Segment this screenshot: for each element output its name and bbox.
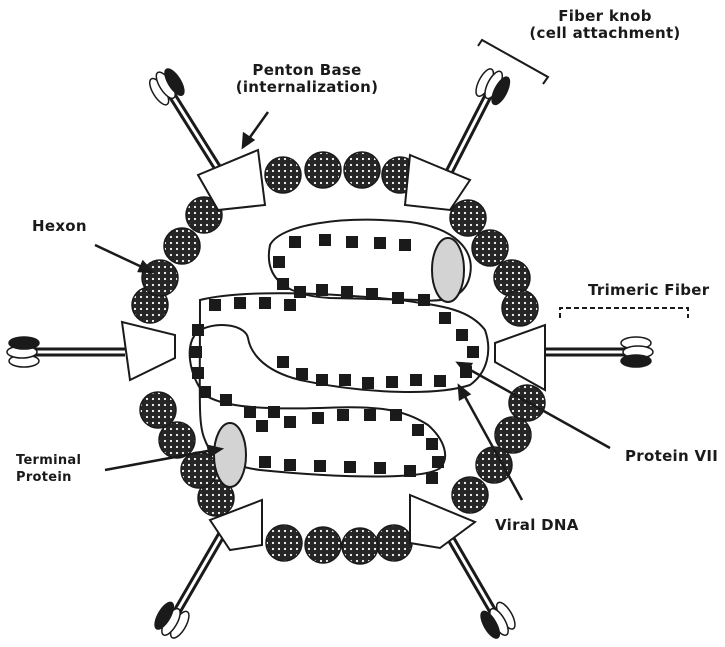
terminal-protein-label-line2: Protein: [16, 469, 81, 486]
hexon-arrow: [95, 245, 144, 268]
protein-vii-square: [439, 312, 451, 324]
protein-vii-square: [404, 465, 416, 477]
protein-vii-square: [319, 234, 331, 246]
protein-vii-square: [386, 376, 398, 388]
fiber-knob-lobe: [621, 355, 651, 367]
hexon-capsomere: [265, 157, 301, 193]
protein-vii-square: [209, 299, 221, 311]
protein-vii-square: [418, 294, 430, 306]
viral-dna-arrowhead: [459, 386, 469, 399]
hexon-capsomere: [502, 290, 538, 326]
protein-vii-square: [277, 356, 289, 368]
hexon-capsomere: [140, 392, 176, 428]
protein-vii-square: [316, 284, 328, 296]
fiber-knob-icon: [621, 337, 653, 367]
penton-base-label-line2: (internalization): [232, 79, 382, 96]
hexon-capsomere: [450, 200, 486, 236]
protein-vii-square: [456, 329, 468, 341]
hexon-capsomere: [342, 528, 378, 564]
fiber-knob-lobe: [9, 337, 39, 349]
fiber-knob-label: Fiber knob (cell attachment): [520, 8, 690, 42]
protein-vii-square: [434, 375, 446, 387]
fiber-shaft-highlight: [445, 92, 490, 180]
protein-vii-square: [467, 346, 479, 358]
protein-vii-square: [344, 461, 356, 473]
viral-dna-label: Viral DNA: [495, 517, 579, 534]
protein-vii-square: [341, 286, 353, 298]
penton-base: [495, 325, 545, 390]
protein-vii-square: [399, 239, 411, 251]
protein-vii-square: [312, 412, 324, 424]
protein-vii-square: [268, 406, 280, 418]
fiber-knob-icon: [478, 600, 520, 643]
protein-vii-square: [366, 288, 378, 300]
protein-vii-square: [289, 236, 301, 248]
protein-vii-square: [374, 462, 386, 474]
protein-vii-square: [284, 459, 296, 471]
protein-vii-square: [314, 460, 326, 472]
protein-vii-square: [337, 409, 349, 421]
protein-vii-square: [362, 377, 374, 389]
protein-vii-square: [412, 424, 424, 436]
hexon-capsomere: [181, 452, 217, 488]
protein-vii-square: [259, 456, 271, 468]
terminal-protein: [432, 238, 464, 302]
protein-vii-square: [192, 367, 204, 379]
fiber-knob-icon: [150, 600, 192, 643]
protein-vii-square: [392, 292, 404, 304]
hexon-capsomere: [164, 228, 200, 264]
hexon-capsomere: [476, 447, 512, 483]
protein-vii-square: [244, 406, 256, 418]
protein-vii-square: [410, 374, 422, 386]
protein-vii-square: [426, 472, 438, 484]
penton-arrow: [248, 112, 268, 140]
protein-vii-square: [234, 297, 246, 309]
protein-vii-square: [277, 278, 289, 290]
protein-vii-square: [284, 416, 296, 428]
fiber-knob-label-line2: (cell attachment): [520, 25, 690, 42]
fiber-shaft-highlight: [170, 92, 222, 175]
protein-vii-square: [256, 420, 268, 432]
protein-vii-square: [192, 324, 204, 336]
protein-vii-square: [364, 409, 376, 421]
protein-vii-square: [390, 409, 402, 421]
trimeric-fiber-label: Trimeric Fiber: [588, 282, 709, 299]
protein-vii-square: [432, 456, 444, 468]
protein-vii-square: [199, 386, 211, 398]
terminal-protein-label: Terminal Protein: [16, 452, 81, 486]
hexon-capsomere: [472, 230, 508, 266]
penton-base: [122, 322, 175, 380]
fiber-knob-icon: [473, 65, 514, 107]
protein-vii-square: [294, 286, 306, 298]
protein-vii-square: [220, 394, 232, 406]
protein-vii-square: [426, 438, 438, 450]
protein-vii-square: [284, 299, 296, 311]
penton-base-label: Penton Base (internalization): [232, 62, 382, 96]
hexon-capsomere: [452, 477, 488, 513]
protein-vii-square: [346, 236, 358, 248]
fiber-knob-icon: [7, 337, 39, 367]
penton-base-label-line1: Penton Base: [232, 62, 382, 79]
protein-vii-square: [259, 297, 271, 309]
protein-vii-label: Protein VII: [625, 448, 718, 465]
hexon-capsomere: [305, 527, 341, 563]
protein-vii-square: [190, 346, 202, 358]
protein-vii-square: [339, 374, 351, 386]
protein-vii-square: [273, 256, 285, 268]
protein-vii-square: [296, 368, 308, 380]
protein-vii-square: [374, 237, 386, 249]
hexon-capsomere: [376, 525, 412, 561]
fiber-knob-label-line1: Fiber knob: [520, 8, 690, 25]
terminal-protein-label-line1: Terminal: [16, 452, 81, 469]
terminal-protein: [214, 423, 246, 487]
protein-vii-square: [316, 374, 328, 386]
hexon-capsomere: [266, 525, 302, 561]
hexon-label: Hexon: [32, 218, 87, 235]
trimeric-fiber-bracket: [560, 308, 688, 318]
hexon-capsomere: [305, 152, 341, 188]
fiber-knob-icon: [145, 65, 187, 108]
hexon-capsomere: [344, 152, 380, 188]
